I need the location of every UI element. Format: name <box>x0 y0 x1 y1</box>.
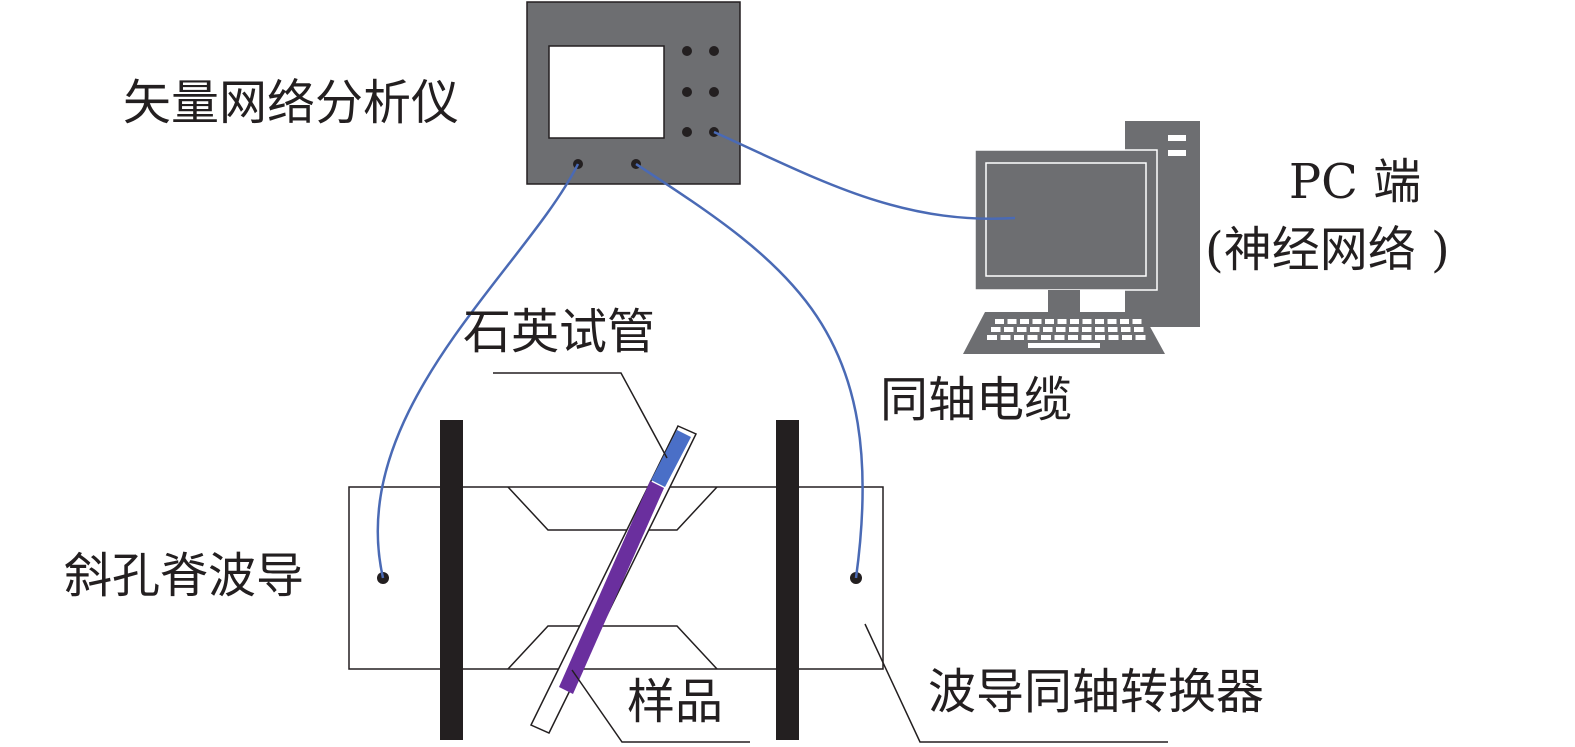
keyboard-key <box>1030 327 1040 332</box>
ridge-waveguide <box>348 486 884 670</box>
quartz-tube <box>529 425 698 734</box>
keyboard-key <box>1120 319 1129 324</box>
keyboard-key <box>1069 327 1079 332</box>
ridge-upper <box>507 486 718 531</box>
keyboard-key <box>1135 335 1146 340</box>
keyboard-key <box>1020 319 1029 324</box>
label-coax-cable: 同轴电缆 <box>880 372 1073 428</box>
vector-network-analyzer <box>526 1 741 185</box>
keyboard-key <box>1017 327 1027 332</box>
cable-left <box>376 163 580 579</box>
label-waveguide-coax-converter: 波导同轴转换器 <box>928 664 1265 720</box>
leader-sample <box>571 669 750 743</box>
leader-quartz-tube <box>493 372 668 459</box>
keyboard-key <box>1045 319 1054 324</box>
ridge-lower <box>507 625 718 670</box>
keyboard-key <box>1056 327 1066 332</box>
coax-cables <box>376 130 1016 579</box>
keyboard-key <box>1108 335 1119 340</box>
leader-lines <box>493 372 1168 743</box>
keyboard-key <box>1004 327 1014 332</box>
keyboard-key <box>1027 335 1038 340</box>
cable-pc <box>713 130 1016 220</box>
keyboard-key <box>1043 327 1053 332</box>
keyboard-key <box>1070 319 1079 324</box>
keyboard-key <box>1132 319 1142 324</box>
label-vector-network-analyzer: 矢量网络分析仪 <box>123 75 460 131</box>
keyboard-key <box>1000 335 1011 340</box>
keyboard-key <box>1081 335 1092 340</box>
sample-material <box>559 481 664 694</box>
label-pc-line2: (神经网络 ) <box>1205 222 1450 278</box>
keyboard-key <box>1054 335 1065 340</box>
keyboard-key <box>1014 335 1024 340</box>
keyboard-key <box>1095 319 1104 324</box>
pc-monitor-stand <box>1048 290 1080 312</box>
keyboard-key <box>1095 335 1105 340</box>
keyboard-key <box>1121 327 1131 332</box>
keyboard-key <box>1122 335 1132 340</box>
keyboard-key <box>995 319 1004 324</box>
keyboard-key <box>1041 335 1051 340</box>
keyboard-key <box>1068 335 1078 340</box>
analyzer-screen <box>548 45 665 139</box>
label-sample: 样品 <box>627 674 724 730</box>
keyboard-key <box>991 327 1001 332</box>
leader-converter <box>864 623 1168 743</box>
tube-blue-segment <box>651 430 691 487</box>
keyboard-spacebar <box>1028 343 1100 348</box>
keyboard-key <box>1082 319 1092 324</box>
flange-left <box>440 420 463 740</box>
keyboard-key <box>1134 327 1144 332</box>
cable-right <box>635 162 864 579</box>
keyboard-key <box>1082 327 1092 332</box>
keyboard-key <box>1107 319 1117 324</box>
label-quartz-tube: 石英试管 <box>463 304 656 360</box>
flange-right <box>776 420 799 740</box>
label-ridge-waveguide: 斜孔脊波导 <box>64 548 305 604</box>
keyboard-key <box>1108 327 1118 332</box>
keyboard-key <box>1032 319 1042 324</box>
pc-computer <box>963 121 1200 354</box>
keyboard-key <box>1095 327 1105 332</box>
label-pc-line1: PC 端 <box>1288 154 1422 210</box>
keyboard-key <box>987 335 997 340</box>
keyboard-key <box>1007 319 1017 324</box>
keyboard-key <box>1057 319 1067 324</box>
